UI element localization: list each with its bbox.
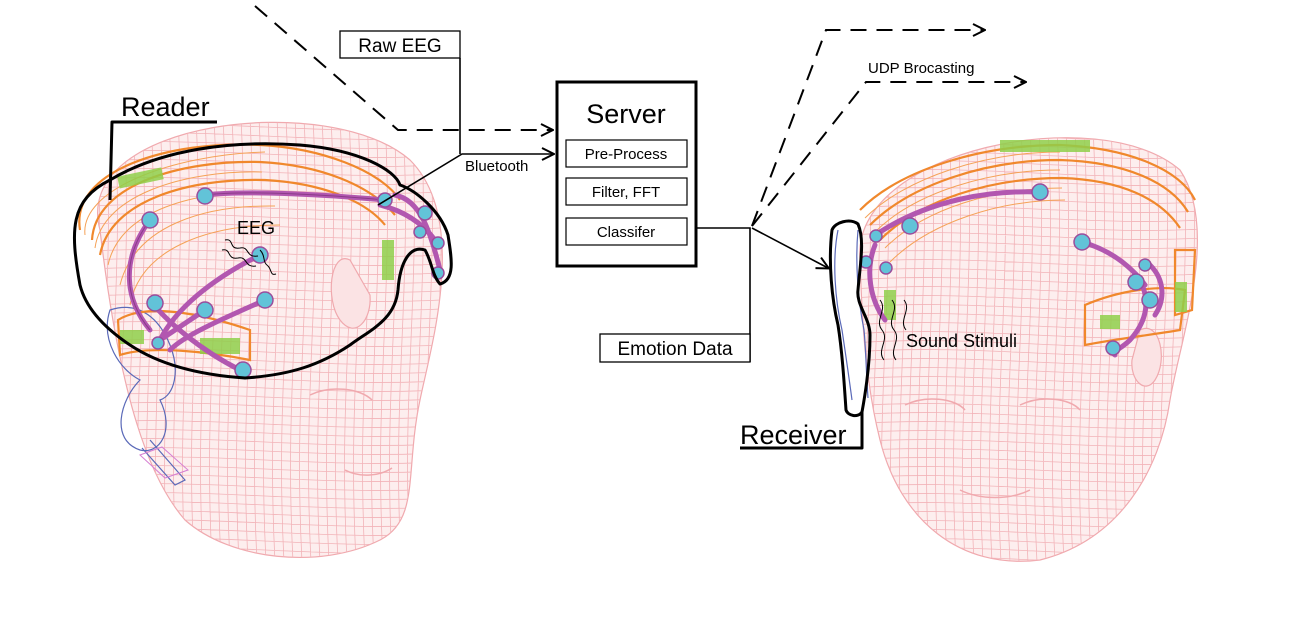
step-box-filter [565,177,688,206]
connectors [254,5,1025,363]
right-ear [1131,327,1162,387]
sound-stimuli-label: Sound Stimuli [906,331,1017,351]
server-title: Server [586,99,666,129]
udp-label: UDP Brocasting [868,60,974,77]
bluetooth-arrow [377,154,553,206]
raw-eeg-arrow [254,5,552,130]
reader-label: Reader [121,92,210,122]
step-filter: Filter, FFT [592,184,660,201]
receiver-outline [828,219,872,418]
left-head-shape [97,121,443,559]
labels: Reader Receiver Raw EEG Bluetooth EEG UD… [121,36,1017,450]
receiver-arrow [751,227,828,268]
left-eye [309,388,373,401]
right-electrodes [859,183,1159,356]
server-output-line [696,227,751,362]
sound-wave-icon [878,299,908,361]
right-mouth [959,489,1031,499]
raw-eeg-box [339,30,461,59]
raw-eeg-label: Raw EEG [358,36,441,57]
receiver-leader-line [740,412,864,450]
udp-arrow-1 [751,30,984,227]
right-head [740,137,1199,562]
left-mouth [344,467,393,476]
left-head [72,120,453,559]
right-eye-left [904,398,966,411]
udp-arrow-2 [751,82,1025,227]
step-box-classifier [565,217,688,246]
eeg-signal-icon [221,239,277,275]
step-box-preprocess [565,139,688,168]
left-ear [330,258,371,329]
eeg-label: EEG [237,218,275,238]
step-preprocess: Pre-Process [585,146,668,163]
server-block: Server Pre-Process Filter, FFT Classifer [555,80,698,268]
right-arms [867,189,1165,358]
bluetooth-label: Bluetooth [465,158,528,175]
reader-outline [72,142,453,380]
right-eye-right [1019,398,1081,411]
receiver-label: Receiver [740,420,847,450]
emotion-data-box [599,333,751,363]
step-classifier: Classifer [597,224,655,241]
emotion-data-label: Emotion Data [617,339,733,360]
reader-leader-line [108,120,217,201]
left-electrodes [141,187,445,379]
